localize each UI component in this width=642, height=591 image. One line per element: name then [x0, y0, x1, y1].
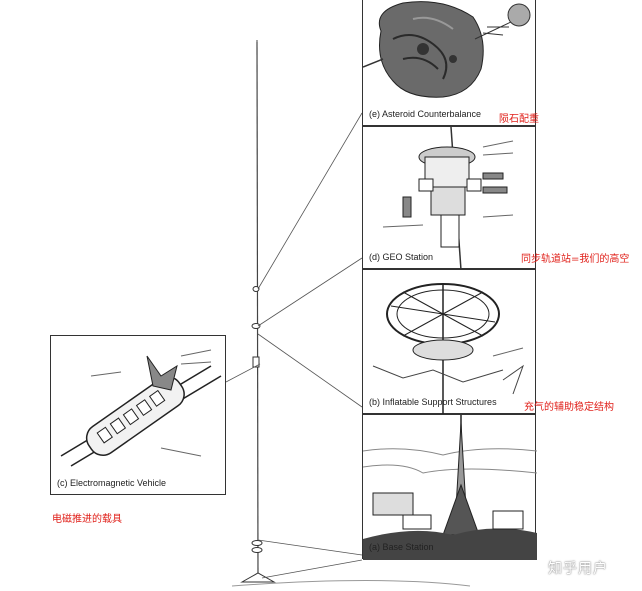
asteroid-annotation: 陨石配重: [499, 114, 539, 125]
inflatable-annotation: 充气的辅助稳定结构: [524, 402, 614, 413]
node-asteroid-link: [252, 286, 260, 292]
geo-annotation: 同步轨道站=我们的高空: [521, 254, 630, 265]
ground-horizon: [231, 580, 471, 587]
vehicle-annotation: 电磁推进的载具: [52, 514, 122, 525]
inflatable-caption: (b) Inflatable Support Structures: [369, 397, 497, 407]
zhihu-watermark: 知乎用户: [548, 561, 608, 577]
asteroid-caption: (e) Asteroid Counterbalance: [369, 109, 482, 119]
asteroid-counterbalance-panel: (e) Asteroid Counterbalance: [362, 0, 536, 126]
base-station-illustration: [363, 415, 537, 560]
node-lower-1: [251, 540, 263, 546]
space-elevator-tether: [256, 41, 259, 578]
node-lower-2: [251, 547, 263, 553]
base-caption: (a) Base Station: [369, 542, 434, 552]
asteroid-illustration: [363, 1, 531, 98]
inflatable-support-panel: (b) Inflatable Support Structures: [362, 269, 536, 415]
vehicle-caption: (c) Electromagnetic Vehicle: [57, 478, 167, 488]
connector-geo: [257, 257, 363, 327]
geo-caption: (d) GEO Station: [369, 252, 434, 262]
geo-station-illustration: [382, 127, 514, 270]
connector-vehicle: [225, 363, 261, 383]
connector-asteroid: [257, 112, 363, 290]
connector-base-lower: [261, 559, 363, 579]
electromagnetic-vehicle-panel: (c) Electromagnetic Vehicle: [50, 335, 226, 495]
base-station-panel: (a) Base Station: [362, 414, 537, 560]
node-geo-link: [251, 323, 261, 329]
node-vehicle: [252, 356, 260, 368]
vehicle-illustration: [60, 349, 222, 467]
geo-station-panel: (d) GEO Station: [362, 126, 536, 270]
connector-inflatable: [257, 333, 363, 408]
connector-base: [257, 539, 363, 556]
inflatable-illustration: [372, 283, 524, 415]
tether-anchor: [240, 572, 276, 583]
